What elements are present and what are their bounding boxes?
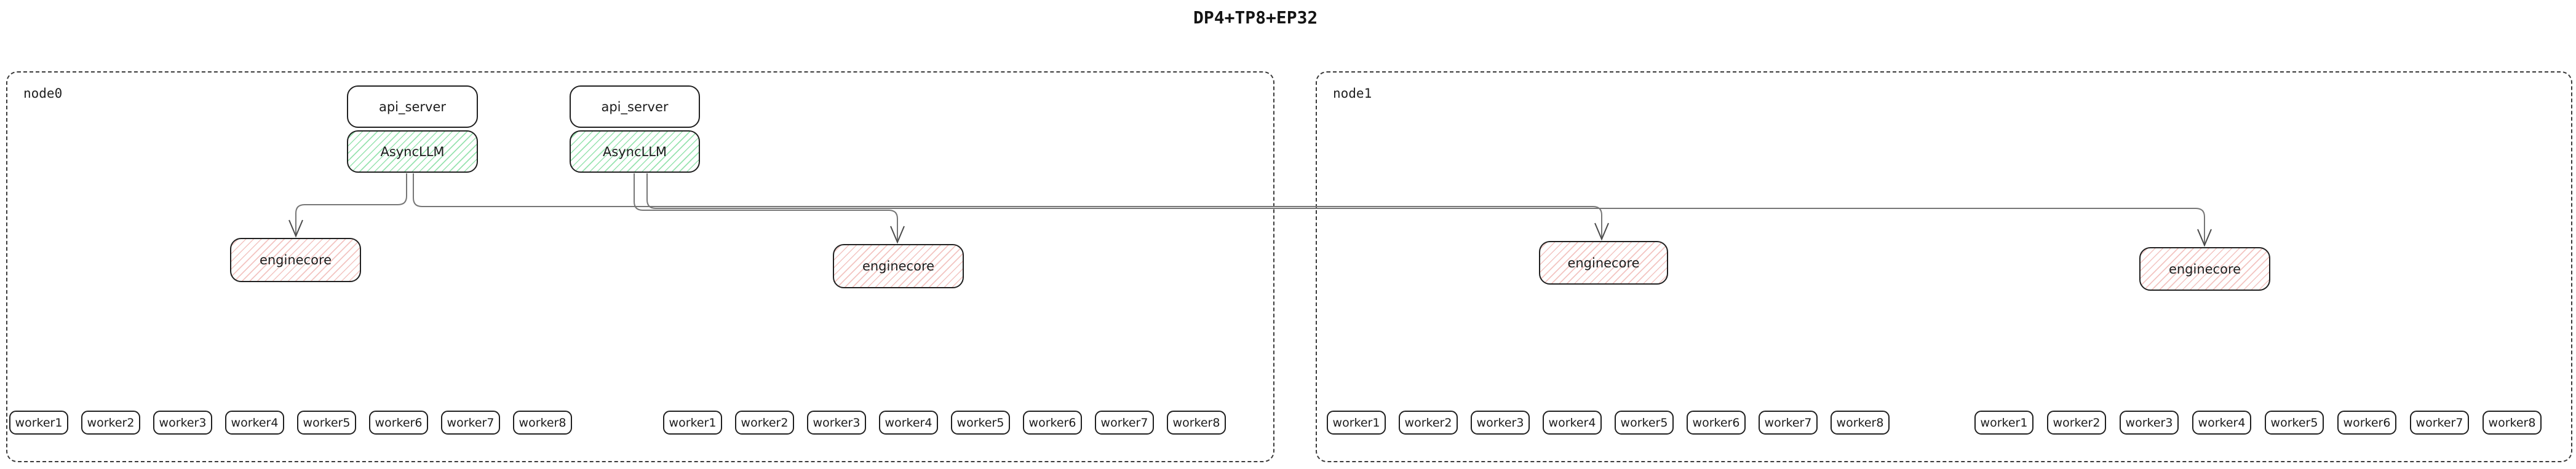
worker-box-node1-workers-b-6: worker6 <box>2337 411 2396 435</box>
worker-box-node0-workers-b-6: worker6 <box>1023 411 1082 435</box>
worker-box-node1-workers-b-3: worker3 <box>2120 411 2179 435</box>
arrowhead-asyncllm2-to-enginecore2 <box>890 226 905 244</box>
worker-box-node0-workers-b-2: worker2 <box>735 411 794 435</box>
connector-asyncllm2-to-enginecore4 <box>646 173 2205 245</box>
worker-box-node1-workers-b-5: worker5 <box>2265 411 2324 435</box>
node-label-node1: node1 <box>1333 86 1372 101</box>
box-enginecore-3: enginecore <box>1539 241 1668 285</box>
arrowhead-asyncllm1-to-enginecore3 <box>1594 223 1609 241</box>
worker-box-node0-workers-a-8: worker8 <box>513 411 572 435</box>
box-asyncllm-2: AsyncLLM <box>570 130 700 173</box>
worker-box-node0-workers-b-5: worker5 <box>951 411 1010 435</box>
connector-asyncllm1-to-enginecore3 <box>413 173 1602 239</box>
worker-box-node1-workers-b-8: worker8 <box>2483 411 2542 435</box>
worker-box-node0-workers-a-6: worker6 <box>369 411 428 435</box>
diagram-title: DP4+TP8+EP32 <box>1193 7 1318 28</box>
worker-box-node1-workers-a-8: worker8 <box>1831 411 1890 435</box>
worker-box-node1-workers-a-5: worker5 <box>1615 411 1674 435</box>
box-asyncllm-1: AsyncLLM <box>347 130 478 173</box>
box-enginecore-2: enginecore <box>833 244 964 288</box>
node-boundary-node0 <box>6 71 1274 462</box>
worker-box-node1-workers-a-7: worker7 <box>1759 411 1818 435</box>
worker-box-node1-workers-b-2: worker2 <box>2047 411 2106 435</box>
box-enginecore-4: enginecore <box>2139 247 2270 291</box>
worker-box-node1-workers-a-6: worker6 <box>1687 411 1746 435</box>
connector-asyncllm1-to-enginecore1 <box>295 173 407 236</box>
worker-box-node1-workers-b-1: worker1 <box>1974 411 2033 435</box>
worker-box-node1-workers-b-4: worker4 <box>2192 411 2251 435</box>
arrowhead-asyncllm1-to-enginecore1 <box>288 219 303 238</box>
worker-box-node0-workers-b-1: worker1 <box>663 411 722 435</box>
worker-box-node1-workers-a-1: worker1 <box>1327 411 1386 435</box>
box-enginecore-1: enginecore <box>230 238 361 282</box>
arrowhead-asyncllm2-to-enginecore4 <box>2197 229 2212 247</box>
worker-box-node0-workers-a-3: worker3 <box>153 411 212 435</box>
worker-box-node0-workers-a-5: worker5 <box>297 411 356 435</box>
worker-box-node0-workers-b-3: worker3 <box>807 411 866 435</box>
worker-box-node0-workers-a-7: worker7 <box>441 411 500 435</box>
worker-box-node1-workers-a-4: worker4 <box>1543 411 1602 435</box>
box-api-server-1: api_server <box>347 85 478 128</box>
node-boundary-node1 <box>1316 71 2572 462</box>
worker-box-node1-workers-a-2: worker2 <box>1399 411 1458 435</box>
node-label-node0: node0 <box>23 86 63 101</box>
worker-box-node0-workers-b-7: worker7 <box>1095 411 1154 435</box>
worker-box-node0-workers-a-2: worker2 <box>81 411 140 435</box>
worker-box-node0-workers-b-8: worker8 <box>1167 411 1226 435</box>
worker-box-node0-workers-b-4: worker4 <box>879 411 938 435</box>
worker-box-node1-workers-b-7: worker7 <box>2410 411 2469 435</box>
worker-box-node1-workers-a-3: worker3 <box>1471 411 1530 435</box>
connector-asyncllm2-to-enginecore2 <box>634 173 898 242</box>
worker-box-node0-workers-a-4: worker4 <box>225 411 284 435</box>
worker-box-node0-workers-a-1: worker1 <box>9 411 68 435</box>
box-api-server-2: api_server <box>570 85 700 128</box>
